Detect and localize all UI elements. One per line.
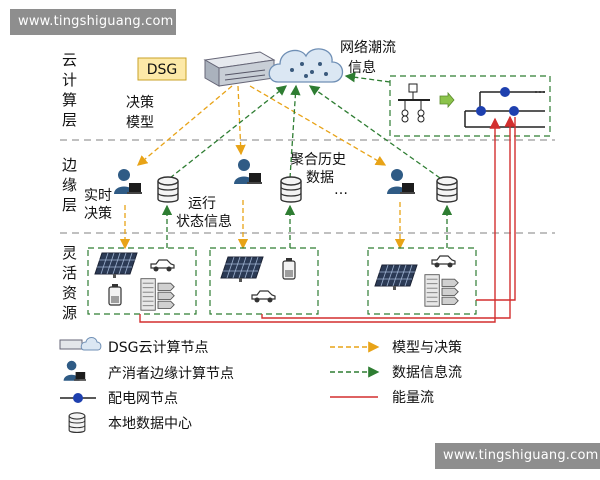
svg-text:计: 计 [62, 71, 77, 89]
electric-car-icon [431, 255, 456, 268]
svg-text:缘: 缘 [62, 176, 77, 194]
network-flow-label-2: 信息 [348, 59, 376, 76]
watermark-bottom: www.tingshiguang.com [435, 443, 600, 469]
solar-panel-icon [220, 256, 264, 282]
flex-resource-box [209, 247, 319, 315]
dsg-server-icon [203, 51, 276, 87]
svg-text:灵: 灵 [62, 244, 77, 262]
svg-text:层: 层 [62, 196, 77, 214]
decision-model-label-1: 决策 [126, 94, 154, 111]
legend-db-item: 本地数据中心 [68, 412, 192, 434]
history-data-label-2: 数据 [306, 170, 334, 186]
legend-edge-item: 产消者边缘计算节点 [63, 360, 234, 382]
history-data-label-1: 聚合历史 [290, 152, 346, 168]
legend-person-icon [63, 360, 86, 381]
solar-panel-icon [94, 252, 138, 278]
svg-text:边: 边 [62, 156, 77, 174]
legend-energy-flow-item: 能量流 [330, 390, 434, 406]
svg-text:算: 算 [62, 91, 77, 109]
cloud-icon [268, 48, 344, 83]
layer-label-cloud: 云 计 算 层 [62, 51, 77, 129]
legend-model-flow-label: 模型与决策 [392, 339, 462, 356]
legend-db-icon [68, 412, 86, 434]
data-flow-arrows [161, 72, 453, 248]
ellipsis-label: … [334, 182, 348, 198]
legend: DSG云计算节点 产消者边缘计算节点 配电网节点 本地数据中心 模型与决策 数据… [59, 337, 462, 434]
legend-dsg-item: DSG云计算节点 [59, 337, 209, 356]
electric-car-icon [150, 259, 175, 272]
battery-icon [108, 284, 122, 306]
legend-db-label: 本地数据中心 [108, 416, 192, 432]
decision-model-label-2: 模型 [126, 115, 154, 131]
distribution-grid-box [389, 75, 551, 137]
substation-icon [398, 83, 430, 123]
local-data-center-icon [157, 176, 179, 203]
watermark-top: www.tingshiguang.com [10, 9, 176, 35]
svg-text:源: 源 [62, 304, 77, 322]
prosumer-edge-node-icon [234, 159, 262, 184]
local-data-center-icon [436, 176, 458, 203]
svg-text:资: 资 [62, 284, 77, 302]
local-data-center-icon [280, 176, 302, 203]
network-flow-label-1: 网络潮流 [340, 40, 396, 56]
legend-grid-label: 配电网节点 [108, 391, 178, 407]
legend-data-flow-item: 数据信息流 [330, 364, 462, 381]
dsg-label: DSG [147, 62, 178, 78]
layer-label-flex: 灵 活 资 源 [62, 244, 77, 322]
battery-icon [282, 258, 296, 280]
svg-text:层: 层 [62, 111, 77, 129]
grid-node-icon [509, 106, 519, 116]
svg-text:云: 云 [62, 51, 77, 69]
storage-rack-icon [424, 274, 459, 307]
realtime-decision-label-1: 实时 [84, 188, 112, 204]
legend-data-flow-label: 数据信息流 [392, 364, 462, 381]
svg-text:活: 活 [62, 264, 77, 282]
prosumer-edge-node-icon [387, 169, 415, 194]
right-arrow-icon [439, 91, 455, 109]
status-info-label-1: 运行 [188, 196, 216, 212]
status-info-label-2: 状态信息 [176, 213, 232, 230]
prosumer-edge-node-icon [114, 169, 142, 194]
grid-node-icon [500, 87, 510, 97]
realtime-decision-label-2: 决策 [84, 205, 112, 222]
legend-model-flow-item: 模型与决策 [330, 339, 462, 356]
flex-resource-box [87, 247, 197, 315]
grid-node-icon [476, 106, 486, 116]
layer-label-edge: 边 缘 层 [62, 156, 77, 214]
electric-car-icon [251, 290, 276, 303]
flex-resource-box [367, 247, 477, 315]
model-decision-arrows [119, 85, 406, 250]
legend-dsg-label: DSG云计算节点 [108, 340, 209, 356]
storage-rack-icon [140, 278, 175, 311]
legend-energy-flow-label: 能量流 [392, 390, 434, 406]
dsg-label-box [137, 57, 187, 81]
legend-grid-item: 配电网节点 [60, 391, 178, 407]
energy-flow-lines [139, 115, 516, 323]
legend-edge-label: 产消者边缘计算节点 [108, 366, 234, 382]
solar-panel-icon [374, 264, 418, 290]
legend-grid-node-icon [73, 393, 83, 403]
